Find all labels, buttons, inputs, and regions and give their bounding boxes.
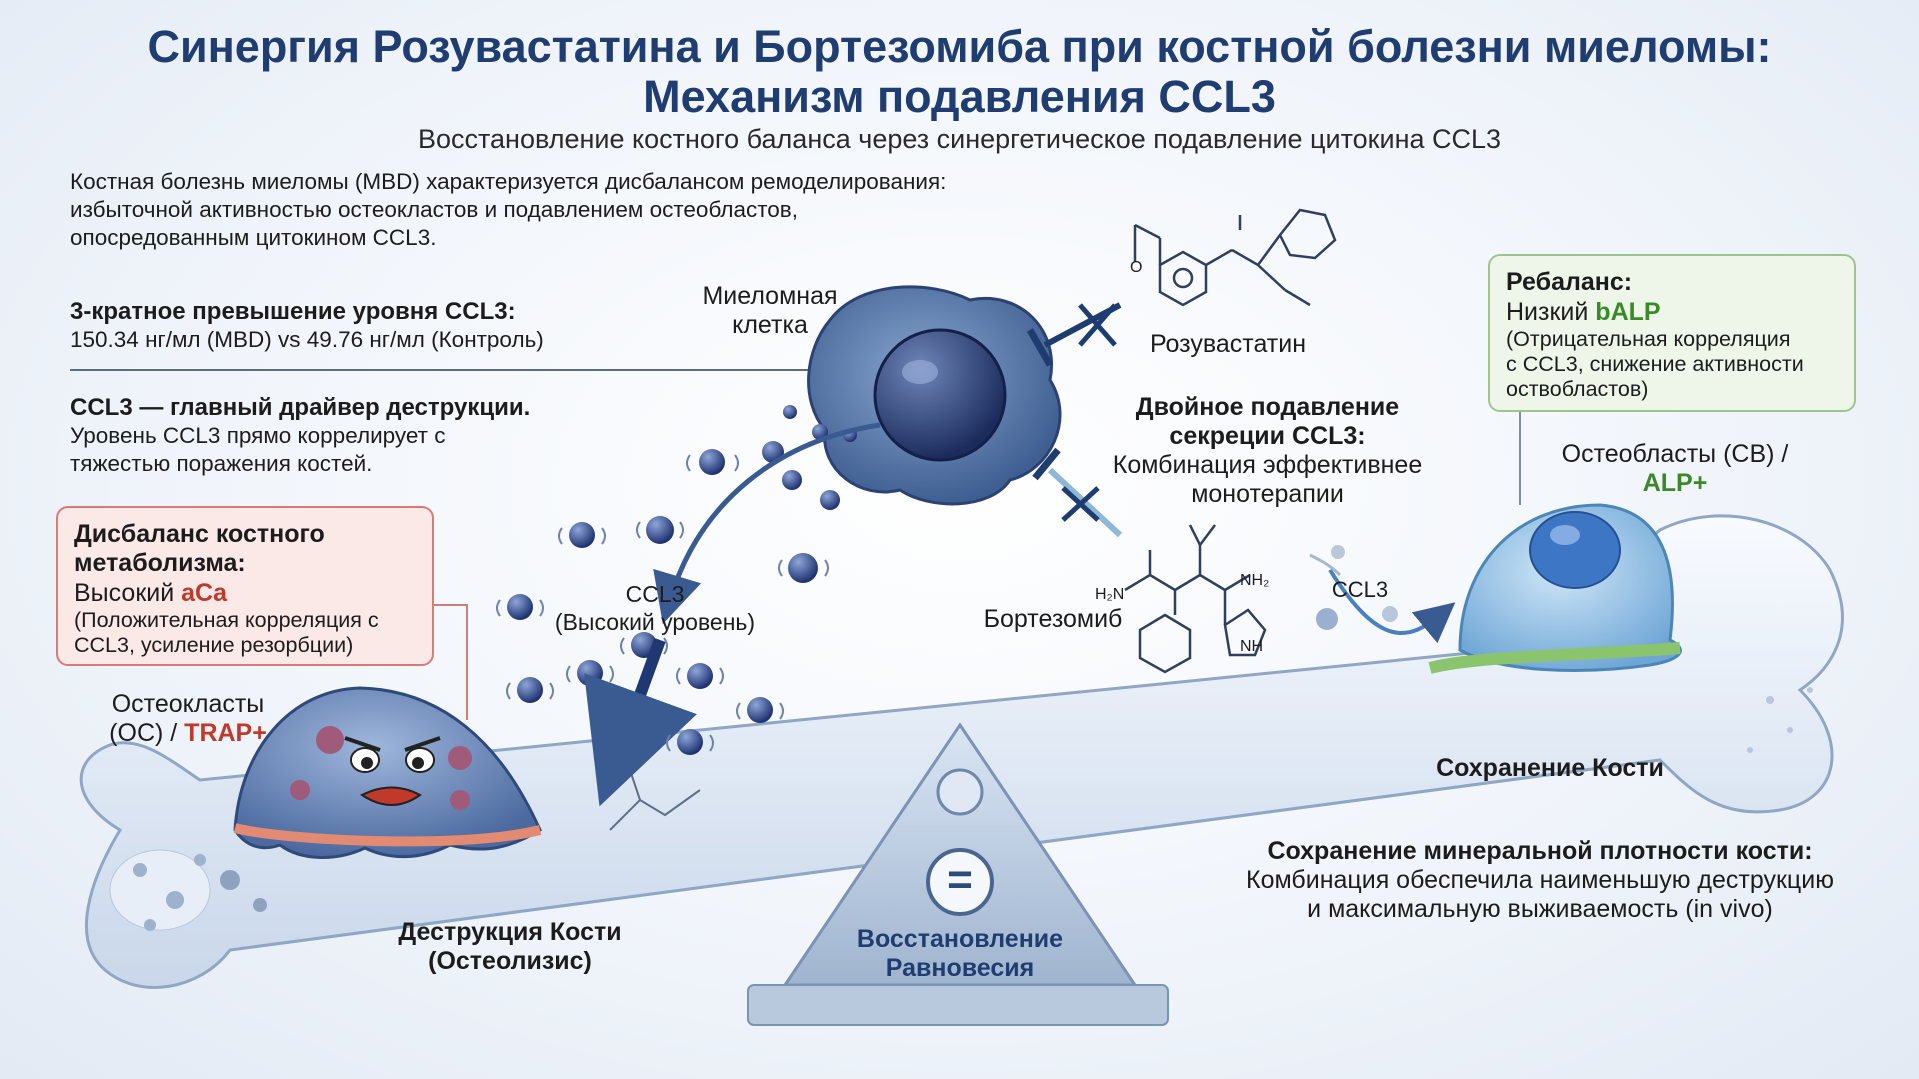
page-title: Синергия Розувастатина и Бортезомиба при…	[147, 21, 1772, 122]
alp-marker: ALP+	[1642, 469, 1708, 497]
seesaw-fulcrum	[747, 722, 1169, 1026]
imbalance-connector	[434, 604, 468, 720]
bortezomib-label: Бортезомиб	[983, 605, 1123, 633]
osteoblast-icon	[1428, 503, 1682, 674]
myeloma-cell-label: Миеломная клетка	[702, 282, 838, 339]
rebalance-box: Ребаланс: Низкий bALP (Отрицательная кор…	[1488, 254, 1856, 412]
ccl3-high-label: CCL3 (Высокий уровень)	[554, 581, 756, 635]
equilibrium-label: Восстановление Равновесия	[856, 925, 1064, 982]
ccl3-to-bone-arrow	[584, 637, 697, 807]
osteoclast-icon	[233, 686, 542, 859]
page-subtitle: Восстановление костного баланса через си…	[417, 124, 1502, 154]
ccl3-particles	[507, 405, 1398, 755]
aca-marker: aCa	[181, 579, 228, 607]
ccl3-low-label: CCL3	[1331, 577, 1389, 602]
bone-preservation-label: Сохранение Кости	[1436, 754, 1664, 782]
bone-destruction-label: Деструкция Кости (Остеолизис)	[398, 918, 622, 975]
rosuvastatin-molecule-icon	[1133, 208, 1337, 307]
equals-icon	[926, 848, 994, 916]
trap-marker: TRAP+	[184, 719, 267, 747]
vibration-marks	[496, 454, 829, 752]
chem-nh2: NH₂	[1240, 572, 1270, 589]
bortezomib-molecule-icon	[1124, 524, 1267, 674]
chem-h2n: H₂N	[1095, 586, 1125, 603]
dual-suppression-label: Двойное подавление секреции CCL3: Комбин…	[1112, 393, 1423, 508]
chem-o: O	[1130, 259, 1143, 276]
rosuvastatin-label: Розувастатин	[1149, 330, 1307, 358]
intro-text: Костная болезнь миеломы (MBD) характериз…	[70, 169, 947, 250]
chem-nh: NH	[1240, 638, 1264, 655]
equals-sign: =	[947, 855, 973, 904]
pointer-line	[70, 369, 822, 371]
osteoblasts-label: Остеобласты (CB) / ALP+	[1535, 440, 1815, 498]
ccl3-driver-fact: CCL3 — главный драйвер деструкции. Урове…	[70, 394, 531, 476]
ccl3-level-fact: 3-кратное превышение уровня CCL3: 150.34…	[70, 298, 544, 352]
rosuvastatin-inhibition-icon	[1026, 302, 1122, 367]
imbalance-box: Дисбаланс костного метаболизма: Высокий …	[56, 506, 434, 666]
mineral-density-label: Сохранение минеральной плотности кости: …	[1246, 837, 1834, 923]
bortezomib-inhibition-icon	[1032, 447, 1123, 538]
balp-marker: bALP	[1595, 298, 1661, 326]
osteoclasts-label: Остеокласты (OC) / TRAP+	[109, 690, 267, 747]
myeloma-cell-icon	[807, 285, 1062, 506]
ccl3-release-arrow	[653, 422, 881, 624]
ccl3-low-arrow	[1328, 568, 1456, 644]
